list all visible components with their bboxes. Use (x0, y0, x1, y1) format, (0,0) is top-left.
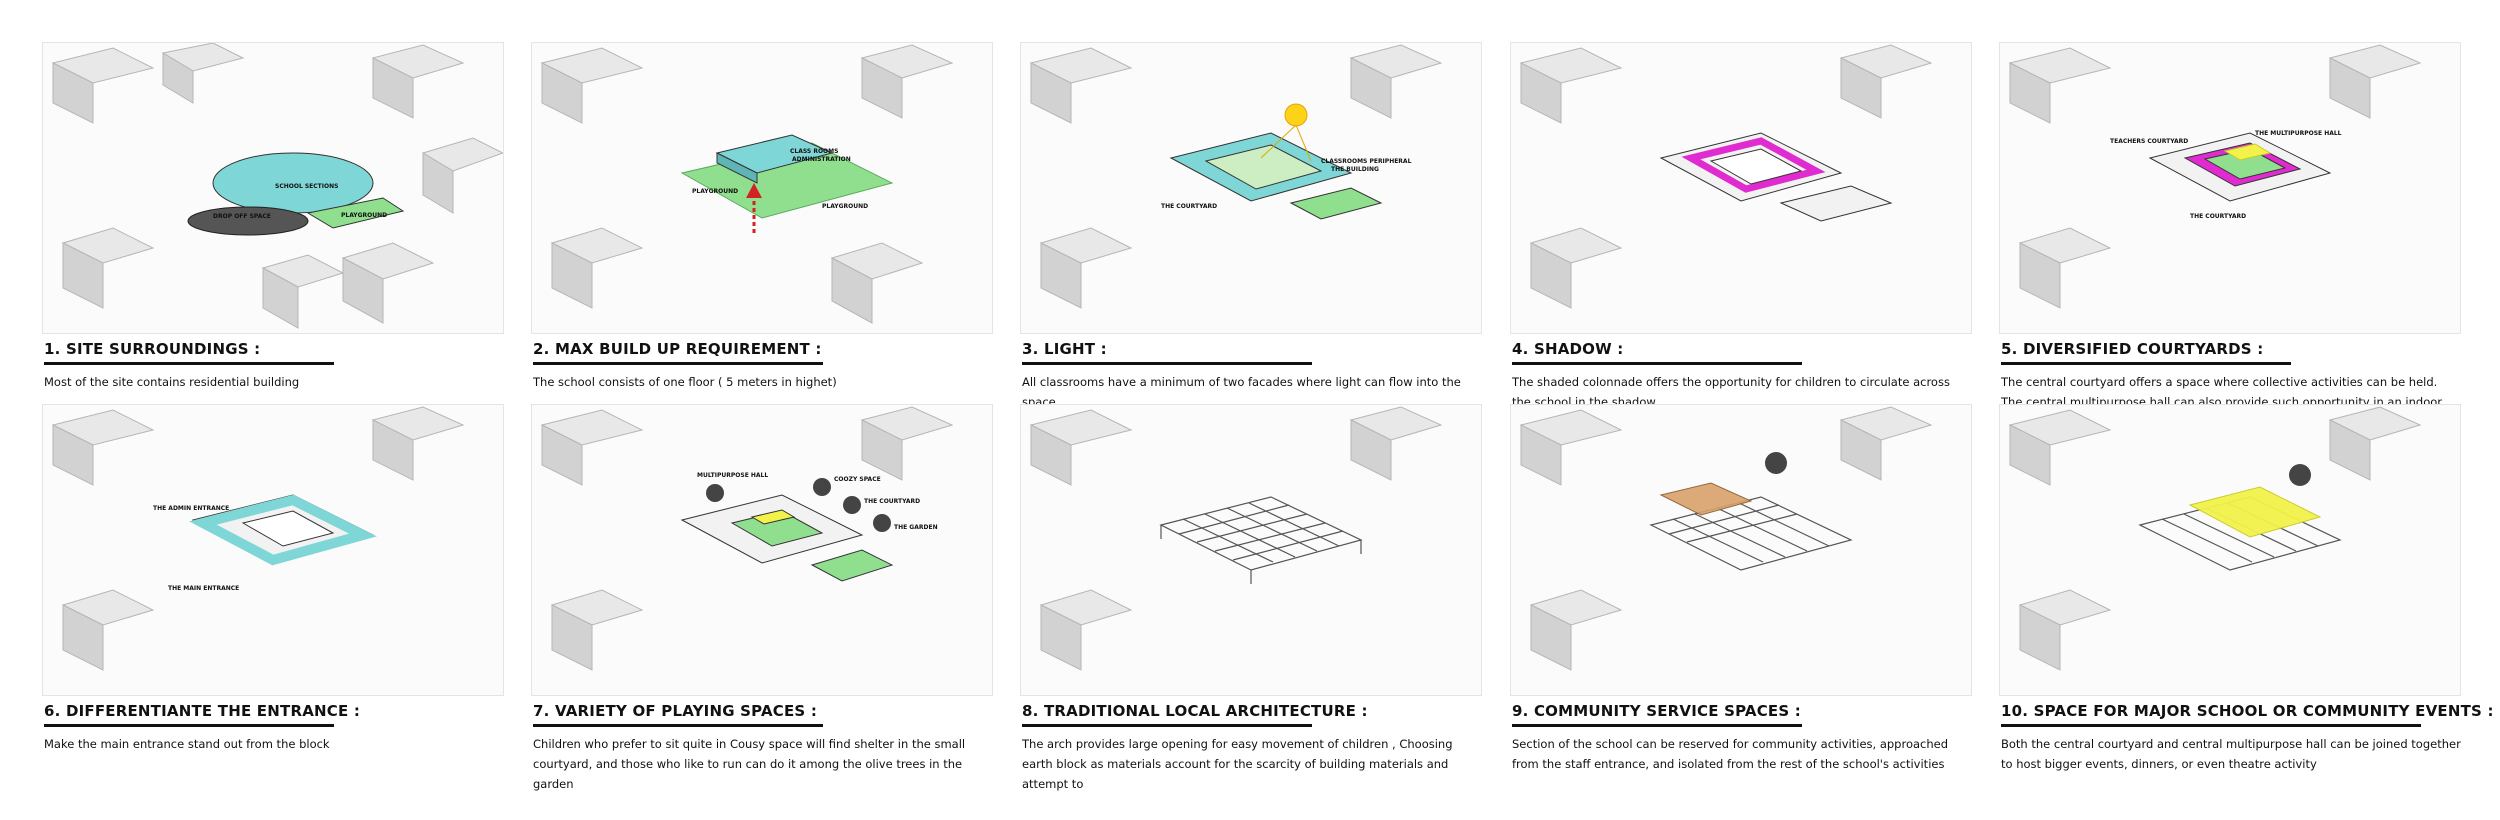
step-description: The school consists of one floor ( 5 met… (533, 375, 837, 389)
label-coozy-space: COOZY SPACE (834, 476, 881, 483)
diagram-community-spaces (1510, 404, 1972, 696)
context-buildings (1519, 44, 1933, 309)
label-classrooms-peripheral: CLASSROOMS PERIPHERAL (1321, 158, 1412, 165)
title-underline (1022, 724, 1312, 727)
diagram-site-surroundings: SCHOOL SECTIONS DROP OFF SPACE PLAYGROUN… (42, 42, 504, 334)
sun-icon (1284, 103, 1308, 127)
title-underline (533, 724, 823, 727)
label-the-building: THE BUILDING (1331, 166, 1379, 173)
label-playground: PLAYGROUND (341, 212, 387, 219)
step-title: 9. COMMUNITY SERVICE SPACES : (1512, 702, 1801, 720)
title-underline (44, 362, 334, 365)
diagram-courtyards: TEACHERS COURTYARD THE MULTIPURPOSE HALL… (1999, 42, 2461, 334)
multipurpose-hall-icon (706, 484, 724, 502)
courtyard-icon (843, 496, 861, 514)
diagram-major-events (1999, 404, 2461, 696)
panel-8: 8. TRADITIONAL LOCAL ARCHITECTURE : The … (1020, 404, 1482, 791)
label-teachers-courtyard: TEACHERS COURTYARD (2110, 138, 2188, 145)
step-description: Both the central courtyard and central m… (2001, 737, 2461, 771)
step-title: 4. SHADOW : (1512, 340, 1624, 358)
title-underline (533, 362, 823, 365)
diagram-traditional-architecture (1020, 404, 1482, 696)
title-underline (1022, 362, 1312, 365)
panel-2: CLASS ROOMS ADMINISTRATION PLAYGROUND PL… (531, 42, 993, 422)
label-courtyard: THE COURTYARD (864, 498, 920, 505)
multipurpose-hall-yellow (2223, 143, 2272, 161)
events-zone-yellow (2188, 486, 2322, 538)
label-playground-a: PLAYGROUND (692, 188, 738, 195)
arch-grid (1159, 496, 1363, 584)
context-buildings (51, 406, 465, 671)
title-underline (2001, 362, 2291, 365)
panel-4: 4. SHADOW : The shaded colonnade offers … (1510, 42, 1972, 422)
panel-3: CLASSROOMS PERIPHERAL THE BUILDING THE C… (1020, 42, 1482, 422)
context-buildings (1029, 406, 1443, 671)
context-buildings (51, 43, 503, 329)
panel-5: TEACHERS COURTYARD THE MULTIPURPOSE HALL… (1999, 42, 2461, 429)
step-title: 8. TRADITIONAL LOCAL ARCHITECTURE : (1022, 702, 1368, 720)
step-description: Most of the site contains residential bu… (44, 375, 300, 389)
step-title: 7. VARIETY OF PLAYING SPACES : (533, 702, 818, 720)
context-buildings (2008, 406, 2422, 671)
step-title: 10. SPACE FOR MAJOR SCHOOL OR COMMUNITY … (2001, 702, 2494, 720)
label-admin-entrance: THE ADMIN ENTRANCE (153, 505, 229, 512)
label-drop-off: DROP OFF SPACE (213, 213, 271, 220)
label-school-sections: SCHOOL SECTIONS (275, 183, 338, 190)
community-block-orange (1659, 482, 1753, 516)
label-multipurpose-hall: MULTIPURPOSE HALL (697, 472, 768, 479)
step-description: Section of the school can be reserved fo… (1512, 737, 1949, 771)
step-title: 2. MAX BUILD UP REQUIREMENT : (533, 340, 822, 358)
label-the-courtyard: THE COURTYARD (2190, 213, 2246, 220)
label-main-entrance: THE MAIN ENTRANCE (168, 585, 239, 592)
step-title: 1. SITE SURROUNDINGS : (44, 340, 261, 358)
step-description: Make the main entrance stand out from th… (44, 737, 330, 751)
step-description: The arch provides large opening for easy… (1022, 737, 1453, 791)
context-buildings (540, 406, 954, 671)
panel-1: SCHOOL SECTIONS DROP OFF SPACE PLAYGROUN… (42, 42, 504, 422)
panel-10: 10. SPACE FOR MAJOR SCHOOL OR COMMUNITY … (1999, 404, 2493, 784)
diagram-max-build-up: CLASS ROOMS ADMINISTRATION PLAYGROUND PL… (531, 42, 993, 334)
title-underline (1512, 362, 1802, 365)
step-title: 5. DIVERSIFIED COURTYARDS : (2001, 340, 2264, 358)
label-the-courtyard: THE COURTYARD (1161, 203, 1217, 210)
step-title: 6. DIFFERENTIANTE THE ENTRANCE : (44, 702, 361, 720)
label-playground-b: PLAYGROUND (822, 203, 868, 210)
entrance-frame-cyan (189, 494, 377, 566)
courtyard (1204, 144, 1323, 190)
arch-grid (1649, 496, 1853, 571)
drop-off-zone (187, 206, 309, 236)
step-description: Children who prefer to sit quite in Cous… (533, 737, 966, 791)
garden-icon (873, 514, 891, 532)
title-underline (1512, 724, 1802, 727)
context-buildings (540, 44, 954, 324)
diagram-playing-spaces: MULTIPURPOSE HALL COOZY SPACE THE COURTY… (531, 404, 993, 696)
label-administration: ADMINISTRATION (792, 156, 851, 163)
panel-6: THE ADMIN ENTRANCE THE MAIN ENTRANCE 6. … (42, 404, 504, 784)
label-multipurpose-hall: THE MULTIPURPOSE HALL (2255, 130, 2342, 137)
label-class-rooms: CLASS ROOMS (790, 148, 838, 155)
playground-zone (306, 197, 405, 229)
diagram-entrance: THE ADMIN ENTRANCE THE MAIN ENTRANCE (42, 404, 504, 696)
title-underline (2001, 724, 2421, 727)
context-buildings (2008, 44, 2422, 309)
diagram-light: CLASSROOMS PERIPHERAL THE BUILDING THE C… (1020, 42, 1482, 334)
context-buildings (1029, 44, 1443, 309)
panel-7: MULTIPURPOSE HALL COOZY SPACE THE COURTY… (531, 404, 993, 791)
community-icon (1765, 452, 1787, 474)
step-title: 3. LIGHT : (1022, 340, 1107, 358)
title-underline (44, 724, 334, 727)
coozy-space-icon (813, 478, 831, 496)
diagram-shadow (1510, 42, 1972, 334)
colonnade-magenta (1681, 137, 1826, 193)
label-garden: THE GARDEN (894, 524, 938, 531)
events-icon (2289, 464, 2311, 486)
panel-9: 9. COMMUNITY SERVICE SPACES : Section of… (1510, 404, 1972, 784)
context-buildings (1519, 406, 1933, 671)
